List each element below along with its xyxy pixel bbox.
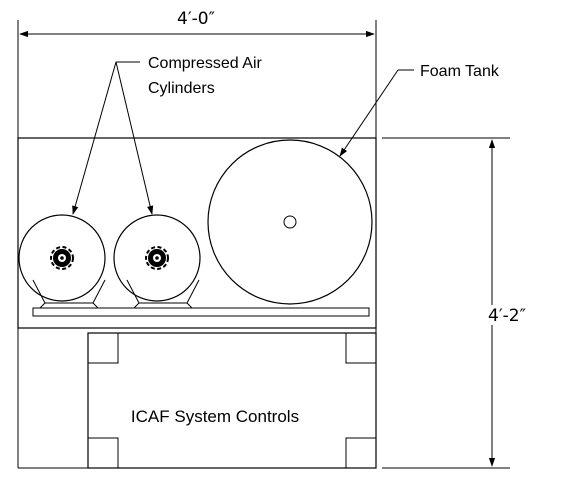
cylinder-shelf bbox=[32, 307, 370, 317]
foam-tank-label: Foam Tank bbox=[420, 63, 500, 80]
cylinder-cradle-left bbox=[32, 279, 106, 304]
controls-cabinet: ICAF System Controls bbox=[17, 328, 377, 469]
height-dimension: 4′-2″ bbox=[382, 137, 534, 469]
valve-icon bbox=[50, 246, 74, 270]
foam-tank-callout: Foam Tank bbox=[339, 63, 500, 157]
foam-tank-body bbox=[207, 139, 373, 305]
height-label-mask bbox=[478, 305, 534, 325]
tank-bay bbox=[17, 137, 377, 329]
width-dimension: 4′-0″ bbox=[17, 9, 377, 138]
panel-corner-tr bbox=[345, 332, 377, 364]
width-dimension-label: 4′-0″ bbox=[177, 9, 215, 29]
panel-corner-br bbox=[345, 437, 377, 469]
air-cylinder-left bbox=[18, 214, 106, 309]
cylinders-leader-right bbox=[115, 61, 154, 215]
panel-corner-tl bbox=[87, 332, 119, 364]
cylinder-body-right bbox=[113, 214, 201, 302]
height-dimension-label: 4′-2″ bbox=[488, 306, 526, 326]
controls-label: ICAF System Controls bbox=[131, 407, 299, 426]
cylinders-leader-left bbox=[72, 61, 117, 215]
foam-tank-port bbox=[283, 215, 297, 229]
cylinders-label-line1: Compressed Air bbox=[148, 55, 262, 72]
cylinder-cradle-right bbox=[126, 279, 200, 304]
valve-icon bbox=[145, 246, 169, 270]
foam-tank-leader bbox=[339, 69, 399, 157]
cylinder-body-left bbox=[18, 214, 106, 302]
tank-bay-frame bbox=[17, 137, 377, 329]
foam-tank bbox=[207, 139, 373, 305]
air-cylinder-right bbox=[113, 214, 201, 309]
panel-corner-bl bbox=[87, 437, 119, 469]
controls-panel bbox=[87, 332, 377, 469]
cylinders-callout: Compressed Air Cylinders bbox=[72, 55, 262, 215]
cylinders-label-line2: Cylinders bbox=[148, 80, 215, 97]
